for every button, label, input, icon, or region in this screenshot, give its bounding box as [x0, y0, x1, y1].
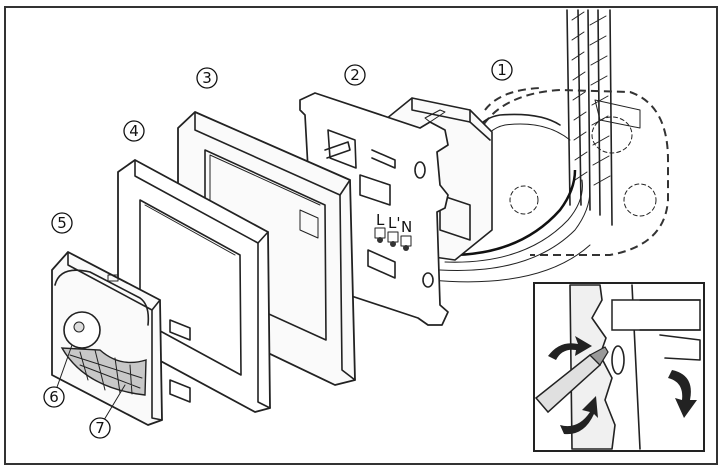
- arrow-up-icon: [548, 336, 592, 360]
- svg-text:4: 4: [129, 122, 139, 140]
- callout-4: 4: [123, 120, 145, 142]
- callout-2: 2: [344, 64, 366, 86]
- terminal-label-n: N: [401, 218, 412, 236]
- arrow-release-icon: [668, 370, 697, 418]
- svg-text:1: 1: [497, 61, 507, 79]
- callouts: 1 2 3 4 5 6 7: [43, 59, 513, 439]
- svg-text:5: 5: [57, 214, 67, 232]
- callout-6: 6: [43, 344, 73, 408]
- svg-text:7: 7: [95, 419, 105, 437]
- callout-3: 3: [196, 67, 218, 89]
- callout-5: 5: [51, 212, 73, 234]
- fresnel-lens: [60, 347, 147, 396]
- arrow-down-icon: [560, 396, 598, 435]
- detail-inset: [533, 282, 705, 452]
- svg-text:2: 2: [350, 66, 360, 84]
- callout-7: 7: [89, 384, 126, 439]
- sensor-attachment-5: [51, 251, 191, 426]
- callout-1: 1: [491, 59, 513, 81]
- svg-text:6: 6: [49, 388, 59, 406]
- svg-text:3: 3: [202, 69, 212, 87]
- terminal-label-l-out: L': [388, 214, 400, 232]
- flush-box-1: [429, 9, 669, 283]
- terminal-label-l-in: L: [376, 211, 385, 229]
- conduit-tubes: [566, 9, 613, 226]
